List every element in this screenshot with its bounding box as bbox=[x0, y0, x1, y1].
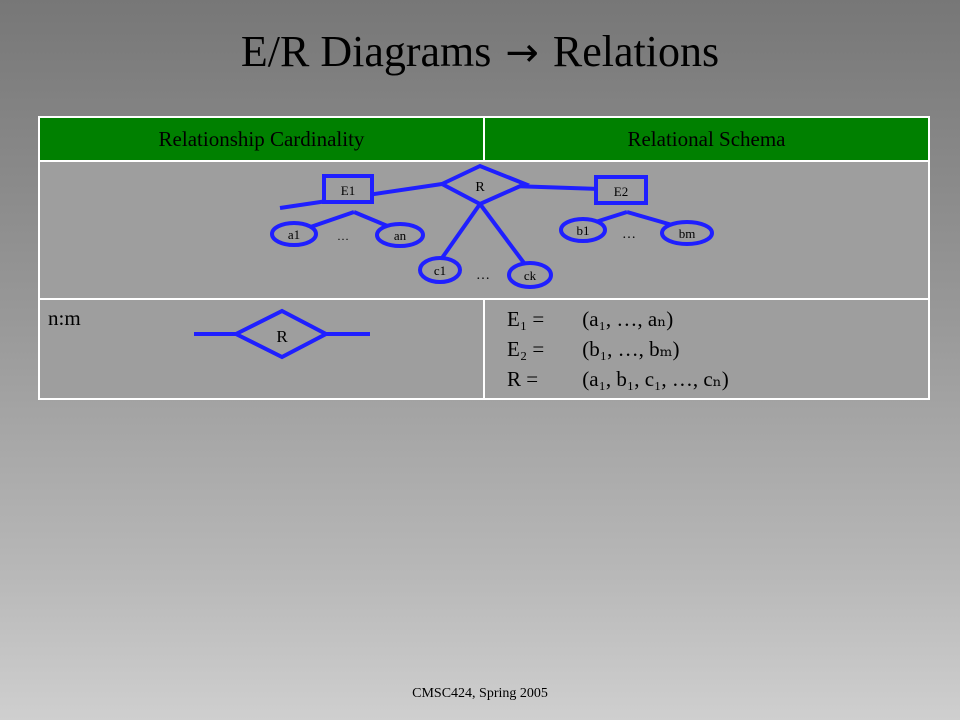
relationship-diamond bbox=[437, 163, 531, 207]
edge-r-c1 bbox=[440, 202, 482, 260]
relationship-label: R bbox=[475, 180, 485, 195]
schema-lhs: E₁ = bbox=[507, 307, 545, 331]
attr-c1-oval bbox=[418, 256, 462, 284]
schema-lhs: E₂ = bbox=[507, 337, 545, 361]
relationship-symbol-label: R bbox=[276, 327, 288, 346]
attr-b1-oval bbox=[559, 217, 607, 243]
schema-lhs: R = bbox=[507, 367, 539, 391]
schema-line-e2: E₂ = (b₁, …, bₘ) bbox=[507, 334, 729, 364]
diagram-cell: R E1 E2 a1 an b1 bm c1 ck … … … bbox=[38, 160, 930, 300]
nm-row: n:m R E₁ = (a₁, …, aₙ) E₂ = (b₁, …, bₘ) … bbox=[38, 298, 930, 400]
attr-ck-label: ck bbox=[524, 268, 537, 283]
entity-e2-label: E2 bbox=[614, 184, 628, 199]
entity-e1-box bbox=[322, 174, 374, 204]
ellipsis-r: … bbox=[476, 268, 490, 283]
attr-c1-label: c1 bbox=[434, 263, 446, 278]
footer: CMSC424, Spring 2005 bbox=[412, 686, 548, 701]
attr-a1-oval bbox=[270, 221, 318, 247]
schema-line-e1: E₁ = (a₁, …, aₙ) bbox=[507, 304, 729, 334]
relationship-symbol: R bbox=[194, 308, 370, 360]
edge-r-e2 bbox=[511, 184, 601, 191]
slide-title: E/R Diagrams → Relations bbox=[0, 22, 960, 83]
attr-an-label: an bbox=[394, 228, 407, 243]
diagram-row: R E1 E2 a1 an b1 bm c1 ck … … … bbox=[38, 160, 930, 300]
relationship-symbol-diamond bbox=[231, 308, 331, 360]
header-schema: Relational Schema bbox=[483, 116, 930, 162]
cardinality-cell: n:m R bbox=[38, 298, 485, 400]
title-right: Relations bbox=[552, 27, 720, 76]
mapping-table: Relationship Cardinality Relational Sche… bbox=[38, 116, 930, 400]
entity-e2-box bbox=[594, 175, 648, 205]
edge-r-ck bbox=[478, 202, 526, 265]
attr-an-oval bbox=[375, 222, 425, 248]
schema-rhs: (a₁, …, aₙ) bbox=[582, 307, 674, 331]
schema-cell: E₁ = (a₁, …, aₙ) E₂ = (b₁, …, bₘ) R = (a… bbox=[483, 298, 930, 400]
title-left: E/R Diagrams bbox=[240, 27, 492, 76]
attr-a1-label: a1 bbox=[288, 227, 300, 242]
schema-list: E₁ = (a₁, …, aₙ) E₂ = (b₁, …, bₘ) R = (a… bbox=[507, 304, 729, 394]
er-diagram: R E1 E2 a1 an b1 bm c1 ck … … … bbox=[270, 163, 714, 289]
arrow-icon: → bbox=[505, 30, 539, 76]
entity-e1-label: E1 bbox=[341, 183, 355, 198]
ellipsis-e2: … bbox=[622, 227, 636, 242]
attr-bm-label: bm bbox=[679, 226, 696, 241]
attr-bm-oval bbox=[660, 220, 714, 246]
ellipsis-e1: … bbox=[337, 229, 349, 243]
schema-rhs: (b₁, …, bₘ) bbox=[582, 337, 680, 361]
header-cardinality: Relationship Cardinality bbox=[38, 116, 485, 162]
attr-b1-label: b1 bbox=[577, 223, 590, 238]
attr-ck-oval bbox=[507, 261, 553, 289]
schema-rhs: (a₁, b₁, c₁, …, cₙ) bbox=[582, 367, 729, 391]
schema-line-r: R = (a₁, b₁, c₁, …, cₙ) bbox=[507, 364, 729, 394]
table-header-row: Relationship Cardinality Relational Sche… bbox=[38, 116, 930, 162]
cardinality-label: n:m bbox=[48, 306, 81, 330]
